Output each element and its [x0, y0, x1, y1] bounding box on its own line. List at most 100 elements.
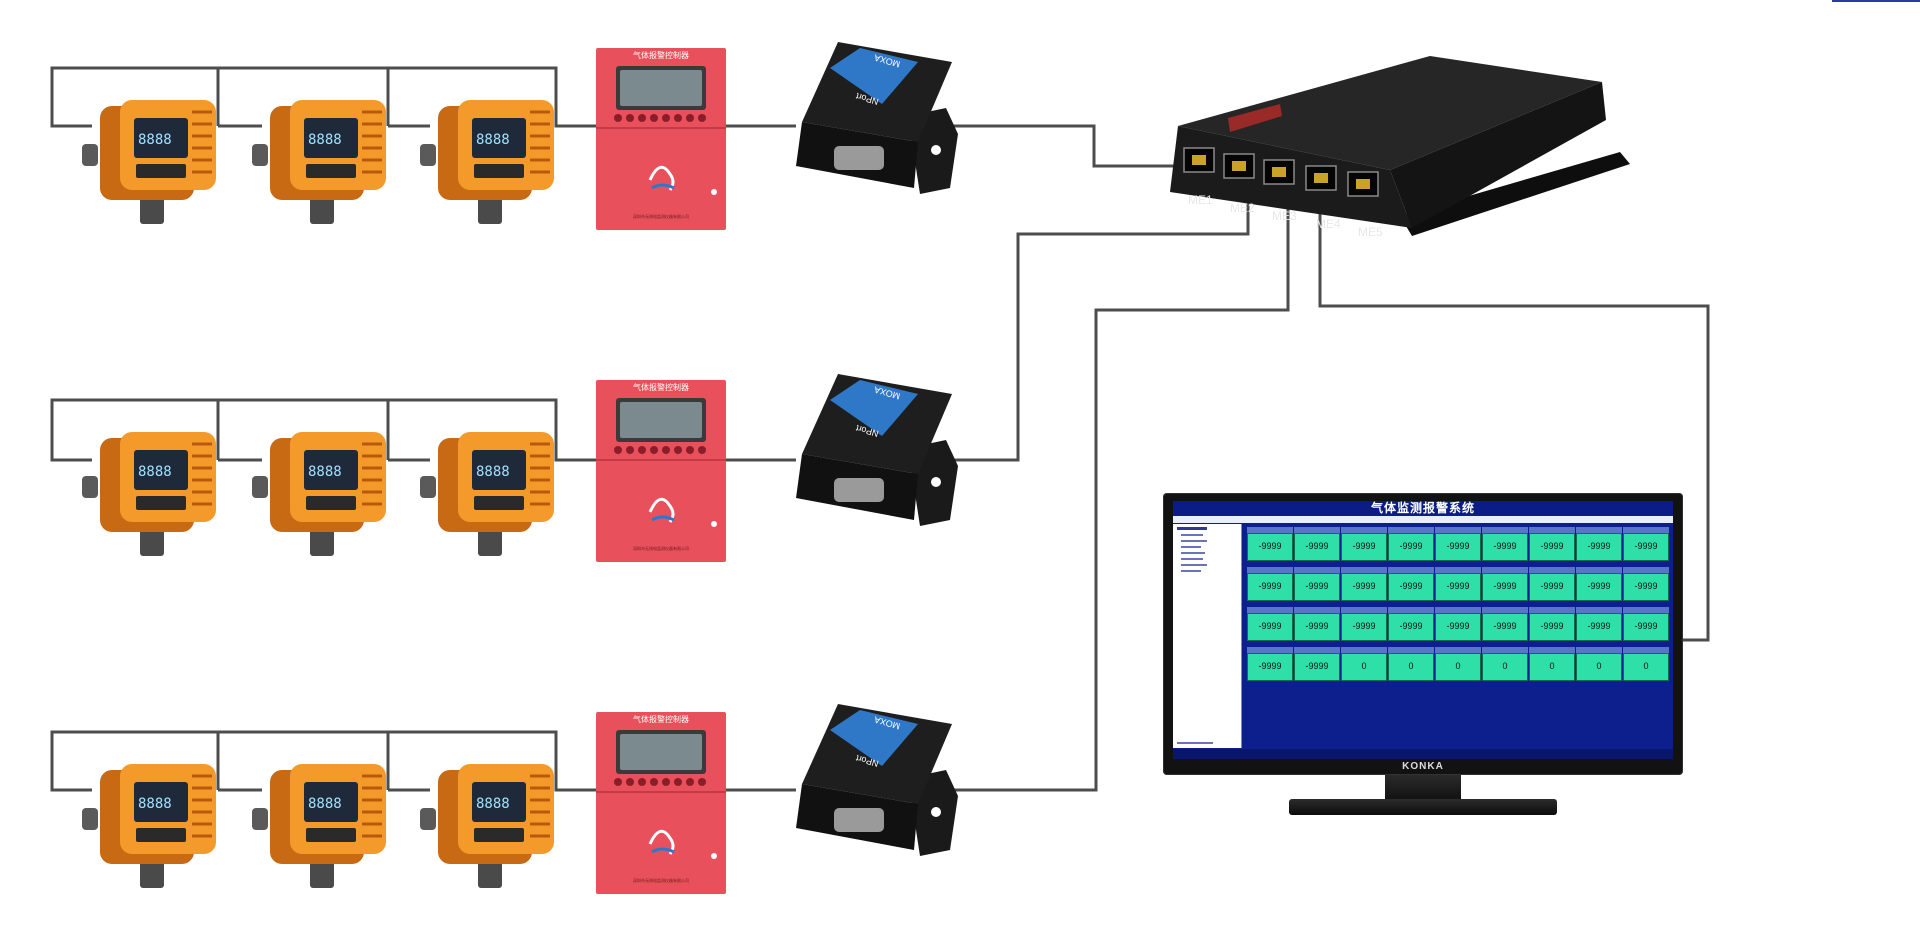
device-tree-item [1177, 742, 1213, 744]
sensor-tile-value: -9999 [1258, 581, 1282, 591]
controller-button [614, 778, 622, 786]
sensor-tile-value: -9999 [1540, 581, 1564, 591]
sensor-tile-body [1435, 573, 1481, 601]
sensor-tile[interactable]: -9999 [1435, 607, 1481, 641]
detector-readout: 8888 [308, 464, 342, 480]
sensor-tile-body [1482, 653, 1528, 681]
controller-button [638, 778, 646, 786]
controller-logo-wave [651, 515, 675, 522]
bus-wire-row-2 [50, 398, 596, 462]
sensor-tile[interactable]: -9999 [1247, 567, 1293, 601]
sensor-tile-value: -9999 [1493, 541, 1517, 551]
controller-header: 气体报警控制器 [633, 382, 689, 392]
sensor-tile-header [1435, 527, 1481, 533]
sensor-tile[interactable]: 0 [1435, 647, 1481, 681]
sensor-tile[interactable]: -9999 [1294, 527, 1340, 561]
converter-mount-hole [931, 477, 941, 487]
device-tree-item [1181, 552, 1205, 554]
detector-keypad [306, 496, 356, 510]
switch-port-label-3: ME3 [1272, 209, 1297, 223]
sensor-tile-body [1623, 573, 1669, 601]
sensor-tile-body [1529, 613, 1575, 641]
detector-cable-gland [82, 476, 98, 498]
sensor-tile-header [1388, 527, 1434, 533]
controller-logo-icon [648, 165, 675, 191]
sensor-tile-header [1247, 607, 1293, 613]
detector-keypad [306, 164, 356, 178]
sensor-tile-value: -9999 [1305, 581, 1329, 591]
monitor-stand-base [1289, 799, 1557, 815]
sensor-tile-body [1576, 533, 1622, 561]
sensor-tile-header [1341, 647, 1387, 653]
sensor-tile[interactable]: -9999 [1388, 527, 1434, 561]
sensor-tile-value: -9999 [1587, 621, 1611, 631]
sensor-tile[interactable]: -9999 [1623, 567, 1669, 601]
sensor-tile[interactable]: -9999 [1341, 567, 1387, 601]
detector-display [134, 782, 188, 822]
sensor-tile[interactable]: 0 [1388, 647, 1434, 681]
sensor-tile[interactable]: -9999 [1482, 567, 1528, 601]
detector-keypad [136, 164, 186, 178]
sensor-tile[interactable]: 0 [1341, 647, 1387, 681]
sensor-tile[interactable]: -9999 [1576, 527, 1622, 561]
controller-button [626, 778, 634, 786]
sensor-tile[interactable]: -9999 [1576, 607, 1622, 641]
sensor-tile-body [1529, 573, 1575, 601]
sensor-tile[interactable]: -9999 [1294, 647, 1340, 681]
monitor-bezel: 气体监测报警系统 -9999-9999-9999-9999-9999-9999-… [1163, 493, 1683, 775]
detector-keypad [136, 828, 186, 842]
controller-header: 气体报警控制器 [633, 714, 689, 724]
detector-readout: 8888 [138, 464, 172, 480]
sensor-tile-body [1388, 533, 1434, 561]
sensor-tile[interactable]: -9999 [1247, 527, 1293, 561]
device-tree-item [1181, 570, 1201, 572]
sensor-tile[interactable]: -9999 [1247, 607, 1293, 641]
sensor-tile[interactable]: 0 [1576, 647, 1622, 681]
sensor-tile-value: -9999 [1540, 621, 1564, 631]
detector-display [304, 118, 358, 158]
gas-detector-2-1: 8888 [82, 432, 216, 556]
controller-button [662, 778, 670, 786]
controller-button [662, 446, 670, 454]
sensor-tile-body [1294, 613, 1340, 641]
sensor-tile-value: 0 [1596, 661, 1602, 671]
sensor-tile-value: 0 [1502, 661, 1508, 671]
sensor-tile[interactable]: -9999 [1482, 527, 1528, 561]
sensor-tile[interactable]: 0 [1529, 647, 1575, 681]
sensor-tile-header [1623, 607, 1669, 613]
controller-button [698, 114, 706, 122]
sensor-tile[interactable]: -9999 [1623, 527, 1669, 561]
device-tree-root [1177, 527, 1207, 530]
controller-button [650, 114, 658, 122]
controller-logo-wave [651, 847, 675, 854]
sensor-tile[interactable]: -9999 [1435, 527, 1481, 561]
sensor-tile-body [1576, 653, 1622, 681]
sensor-tile[interactable]: -9999 [1529, 567, 1575, 601]
sensor-tile[interactable]: -9999 [1623, 607, 1669, 641]
sensor-tile[interactable]: -9999 [1529, 607, 1575, 641]
sensor-tile[interactable]: 0 [1623, 647, 1669, 681]
sensor-tile[interactable]: -9999 [1294, 567, 1340, 601]
controller-logo-wave [651, 183, 675, 190]
sensor-tile[interactable]: -9999 [1341, 607, 1387, 641]
sensor-tile[interactable]: -9999 [1482, 607, 1528, 641]
sensor-tile[interactable]: -9999 [1294, 607, 1340, 641]
sensor-tile[interactable]: -9999 [1341, 527, 1387, 561]
sensor-tile-header [1341, 527, 1387, 533]
sensor-tile-value: 0 [1643, 661, 1649, 671]
device-tree-panel [1173, 524, 1242, 748]
sensor-tile[interactable]: -9999 [1247, 647, 1293, 681]
sensor-tile[interactable]: -9999 [1388, 567, 1434, 601]
converter-blue-panel [830, 48, 918, 104]
sensor-tile[interactable]: -9999 [1529, 527, 1575, 561]
controller-button [698, 778, 706, 786]
sensor-tile[interactable]: -9999 [1576, 567, 1622, 601]
sensor-tile-value: -9999 [1446, 621, 1470, 631]
sensor-tile[interactable]: 0 [1482, 647, 1528, 681]
sensor-tile[interactable]: -9999 [1435, 567, 1481, 601]
sensor-tile[interactable]: -9999 [1388, 607, 1434, 641]
controller-logo-icon [648, 829, 675, 855]
sensor-tile-body [1576, 613, 1622, 641]
